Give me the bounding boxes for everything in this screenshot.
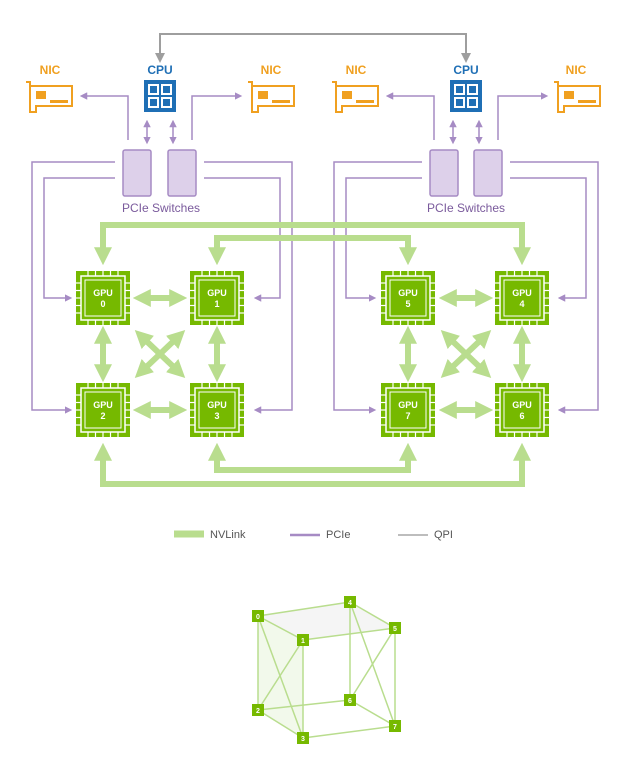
cube-node-layer: 0 1 2 3 4 5 6 7 [252, 596, 401, 744]
pcie-switch-icon [122, 149, 152, 197]
legend: NVLink PCIe QPI [174, 529, 453, 541]
gpu-chip-icon [76, 271, 130, 325]
pcie-switch-icon [473, 149, 503, 197]
gpu-chip-icon [495, 271, 549, 325]
gpu-label: GPU [93, 288, 113, 298]
gpu-label: GPU [207, 400, 227, 410]
gpu-chip-icon [190, 271, 244, 325]
cube-node-label: 4 [348, 600, 352, 607]
gpu-chip-icon [76, 383, 130, 437]
nic-4: NIC [554, 63, 601, 113]
gpu-label: GPU [512, 400, 532, 410]
cube-node-3: 3 [297, 732, 309, 744]
pcie-switches-left-label: PCIe Switches [122, 201, 200, 215]
pcie-switch-icon [429, 149, 459, 197]
hypercube-mesh: 0 1 2 3 4 5 6 7 [252, 596, 401, 744]
nic-1: NIC [26, 63, 73, 113]
legend-qpi-label: QPI [434, 529, 453, 541]
legend-pcie-label: PCIe [326, 529, 350, 541]
cube-node-box [252, 610, 264, 622]
pcie-switches-right: PCIe Switches [427, 149, 505, 215]
nic-3-label: NIC [346, 63, 367, 77]
nic-3-card-icon [332, 81, 379, 113]
gpu-label: GPU [398, 400, 418, 410]
gpu-label: GPU [93, 400, 113, 410]
cube-node-5: 5 [389, 622, 401, 634]
gpu-number: 7 [405, 411, 410, 421]
gpu-chip-icon [381, 271, 435, 325]
gpu-number: 1 [214, 299, 219, 309]
cube-node-box [252, 704, 264, 716]
cube-node-label: 6 [348, 698, 352, 705]
nic-3: NIC [332, 63, 379, 113]
cube-node-box [389, 622, 401, 634]
pcie-links-left [31, 92, 293, 414]
gpu-number: 5 [405, 299, 410, 309]
nvlink-links [94, 222, 531, 487]
cube-node-label: 0 [256, 614, 260, 621]
cube-node-6: 6 [344, 694, 356, 706]
cube-node-0: 0 [252, 610, 264, 622]
cube-node-label: 1 [301, 638, 305, 645]
cube-node-label: 2 [256, 708, 260, 715]
pcie-switch-icon [167, 149, 197, 197]
cpu-right: CPU [450, 63, 482, 112]
nic-2: NIC [248, 63, 295, 113]
nic-4-card-icon [554, 81, 601, 113]
cube-node-box [344, 596, 356, 608]
cube-node-label: 7 [393, 724, 397, 731]
pcie-links-right [333, 92, 599, 414]
gpu-chip-icon [190, 383, 244, 437]
cube-node-box [297, 732, 309, 744]
gpu-number: 0 [100, 299, 105, 309]
nic-2-label: NIC [261, 63, 282, 77]
gpu-chip-icon [381, 383, 435, 437]
legend-nvlink-label: NVLink [210, 529, 246, 541]
cpu-right-label: CPU [453, 63, 478, 77]
gpu-chip-icon [495, 383, 549, 437]
gpu-number: 6 [519, 411, 524, 421]
cpu-left-label: CPU [147, 63, 172, 77]
cube-node-box [297, 634, 309, 646]
cube-node-box [344, 694, 356, 706]
gpu-number: 2 [100, 411, 105, 421]
nic-4-label: NIC [566, 63, 587, 77]
gpu-number: 4 [519, 299, 524, 309]
gpu-label: GPU [207, 288, 227, 298]
cube-node-1: 1 [297, 634, 309, 646]
nic-2-card-icon [248, 81, 295, 113]
qpi-link [155, 33, 471, 63]
nic-1-label: NIC [40, 63, 61, 77]
pcie-switches-left: PCIe Switches [122, 149, 200, 215]
gpu-number: 3 [214, 411, 219, 421]
cube-node-label: 3 [301, 736, 305, 743]
cube-node-2: 2 [252, 704, 264, 716]
cube-node-box [389, 720, 401, 732]
cube-node-label: 5 [393, 626, 397, 633]
pcie-switches-right-label: PCIe Switches [427, 201, 505, 215]
nic-1-card-icon [26, 81, 73, 113]
cube-node-4: 4 [344, 596, 356, 608]
gpu-label: GPU [398, 288, 418, 298]
gpu-label: GPU [512, 288, 532, 298]
cube-node-7: 7 [389, 720, 401, 732]
cpu-left: CPU [144, 63, 176, 112]
